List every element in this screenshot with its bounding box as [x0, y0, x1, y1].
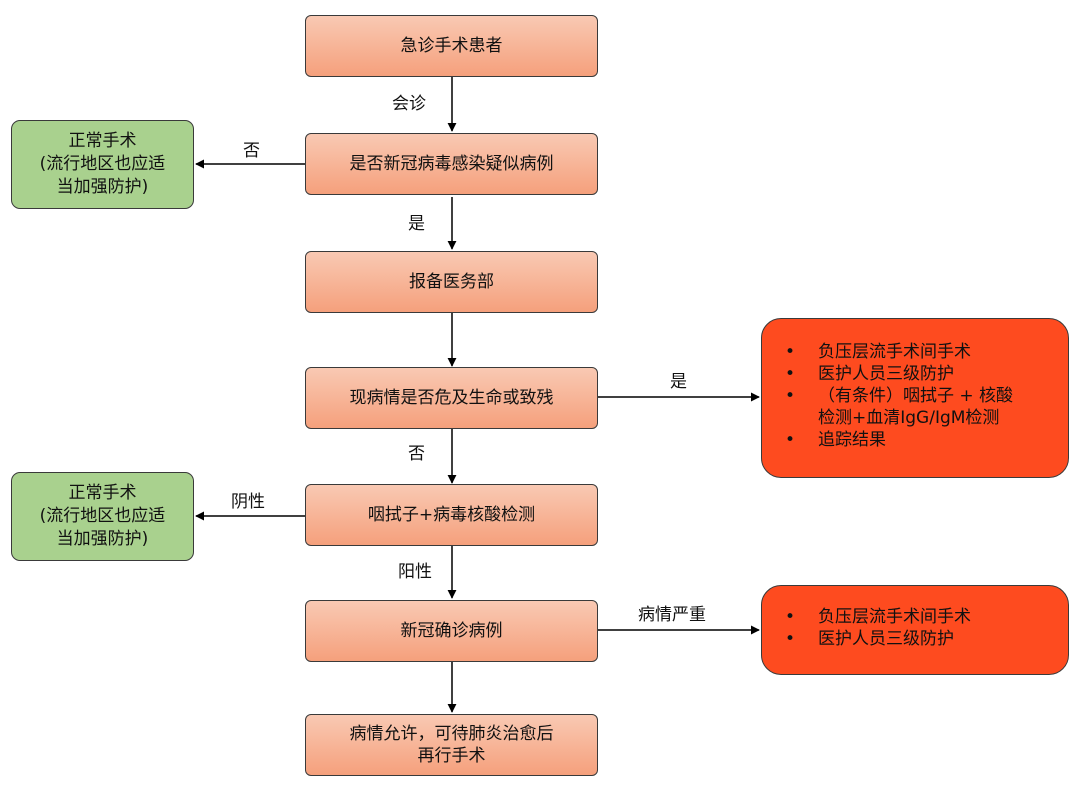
node-wait-line-2: 再行手术: [417, 746, 486, 766]
danger-action-item: 医护人员三级防护: [762, 363, 1013, 385]
node-wait-line-1: 病情允许，可待肺炎治愈后: [349, 724, 554, 744]
node-suspected-case-text: 是否新冠病毒感染疑似病例: [349, 154, 554, 174]
node-report-medical-dept: 报备医务部: [305, 251, 598, 313]
label-consult: 会诊: [392, 94, 426, 114]
label-suspect-no: 否: [243, 141, 260, 161]
label-test-negative: 阴性: [231, 492, 265, 512]
label-test-positive: 阳性: [398, 562, 432, 582]
severe-action-item: 负压层流手术间手术: [762, 606, 971, 628]
normal-surgery-1-line-1: 正常手术: [68, 131, 137, 151]
danger-action-text-2: 检测+血清IgG/IgM检测: [818, 408, 1000, 428]
normal-surgery-1-line-3: 当加强防护): [56, 177, 149, 197]
node-swab-test-text: 咽拭子+病毒核酸检测: [367, 505, 536, 525]
label-severe: 病情严重: [638, 605, 706, 625]
node-emergency-patient: 急诊手术患者: [305, 15, 598, 77]
node-danger-actions: 负压层流手术间手术 医护人员三级防护 （有条件）咽拭子 + 核酸检测+血清IgG…: [761, 318, 1069, 478]
danger-actions-list: 负压层流手术间手术 医护人员三级防护 （有条件）咽拭子 + 核酸检测+血清IgG…: [762, 341, 1013, 451]
severe-action-item: 医护人员三级防护: [762, 628, 971, 650]
danger-action-item: 追踪结果: [762, 429, 1013, 451]
label-danger-no: 否: [408, 444, 425, 464]
danger-action-item: （有条件）咽拭子 + 核酸检测+血清IgG/IgM检测: [762, 385, 1013, 429]
normal-surgery-2-line-2: (流行地区也应适: [39, 506, 166, 526]
node-report-medical-dept-text: 报备医务部: [409, 272, 494, 292]
normal-surgery-1-line-2: (流行地区也应适: [39, 154, 166, 174]
severe-actions-list: 负压层流手术间手术 医护人员三级防护: [762, 606, 971, 650]
label-danger-yes: 是: [670, 372, 687, 392]
node-life-threatening: 现病情是否危及生命或致残: [305, 367, 598, 429]
node-normal-surgery-2: 正常手术 (流行地区也应适 当加强防护): [11, 472, 194, 561]
normal-surgery-2-line-3: 当加强防护): [56, 529, 149, 549]
node-emergency-patient-text: 急诊手术患者: [400, 36, 503, 56]
node-confirmed-case-text: 新冠确诊病例: [400, 621, 503, 641]
node-swab-test: 咽拭子+病毒核酸检测: [305, 484, 598, 546]
danger-action-item: 负压层流手术间手术: [762, 341, 1013, 363]
node-normal-surgery-1: 正常手术 (流行地区也应适 当加强防护): [11, 120, 194, 209]
danger-action-text-1: （有条件）咽拭子 + 核酸: [818, 386, 1014, 406]
node-confirmed-case: 新冠确诊病例: [305, 600, 598, 662]
node-severe-actions: 负压层流手术间手术 医护人员三级防护: [761, 585, 1069, 675]
node-wait-for-recovery: 病情允许，可待肺炎治愈后 再行手术: [305, 714, 598, 776]
label-suspect-yes: 是: [408, 214, 425, 234]
node-life-threatening-text: 现病情是否危及生命或致残: [349, 388, 554, 408]
node-suspected-case: 是否新冠病毒感染疑似病例: [305, 133, 598, 195]
normal-surgery-2-line-1: 正常手术: [68, 483, 137, 503]
